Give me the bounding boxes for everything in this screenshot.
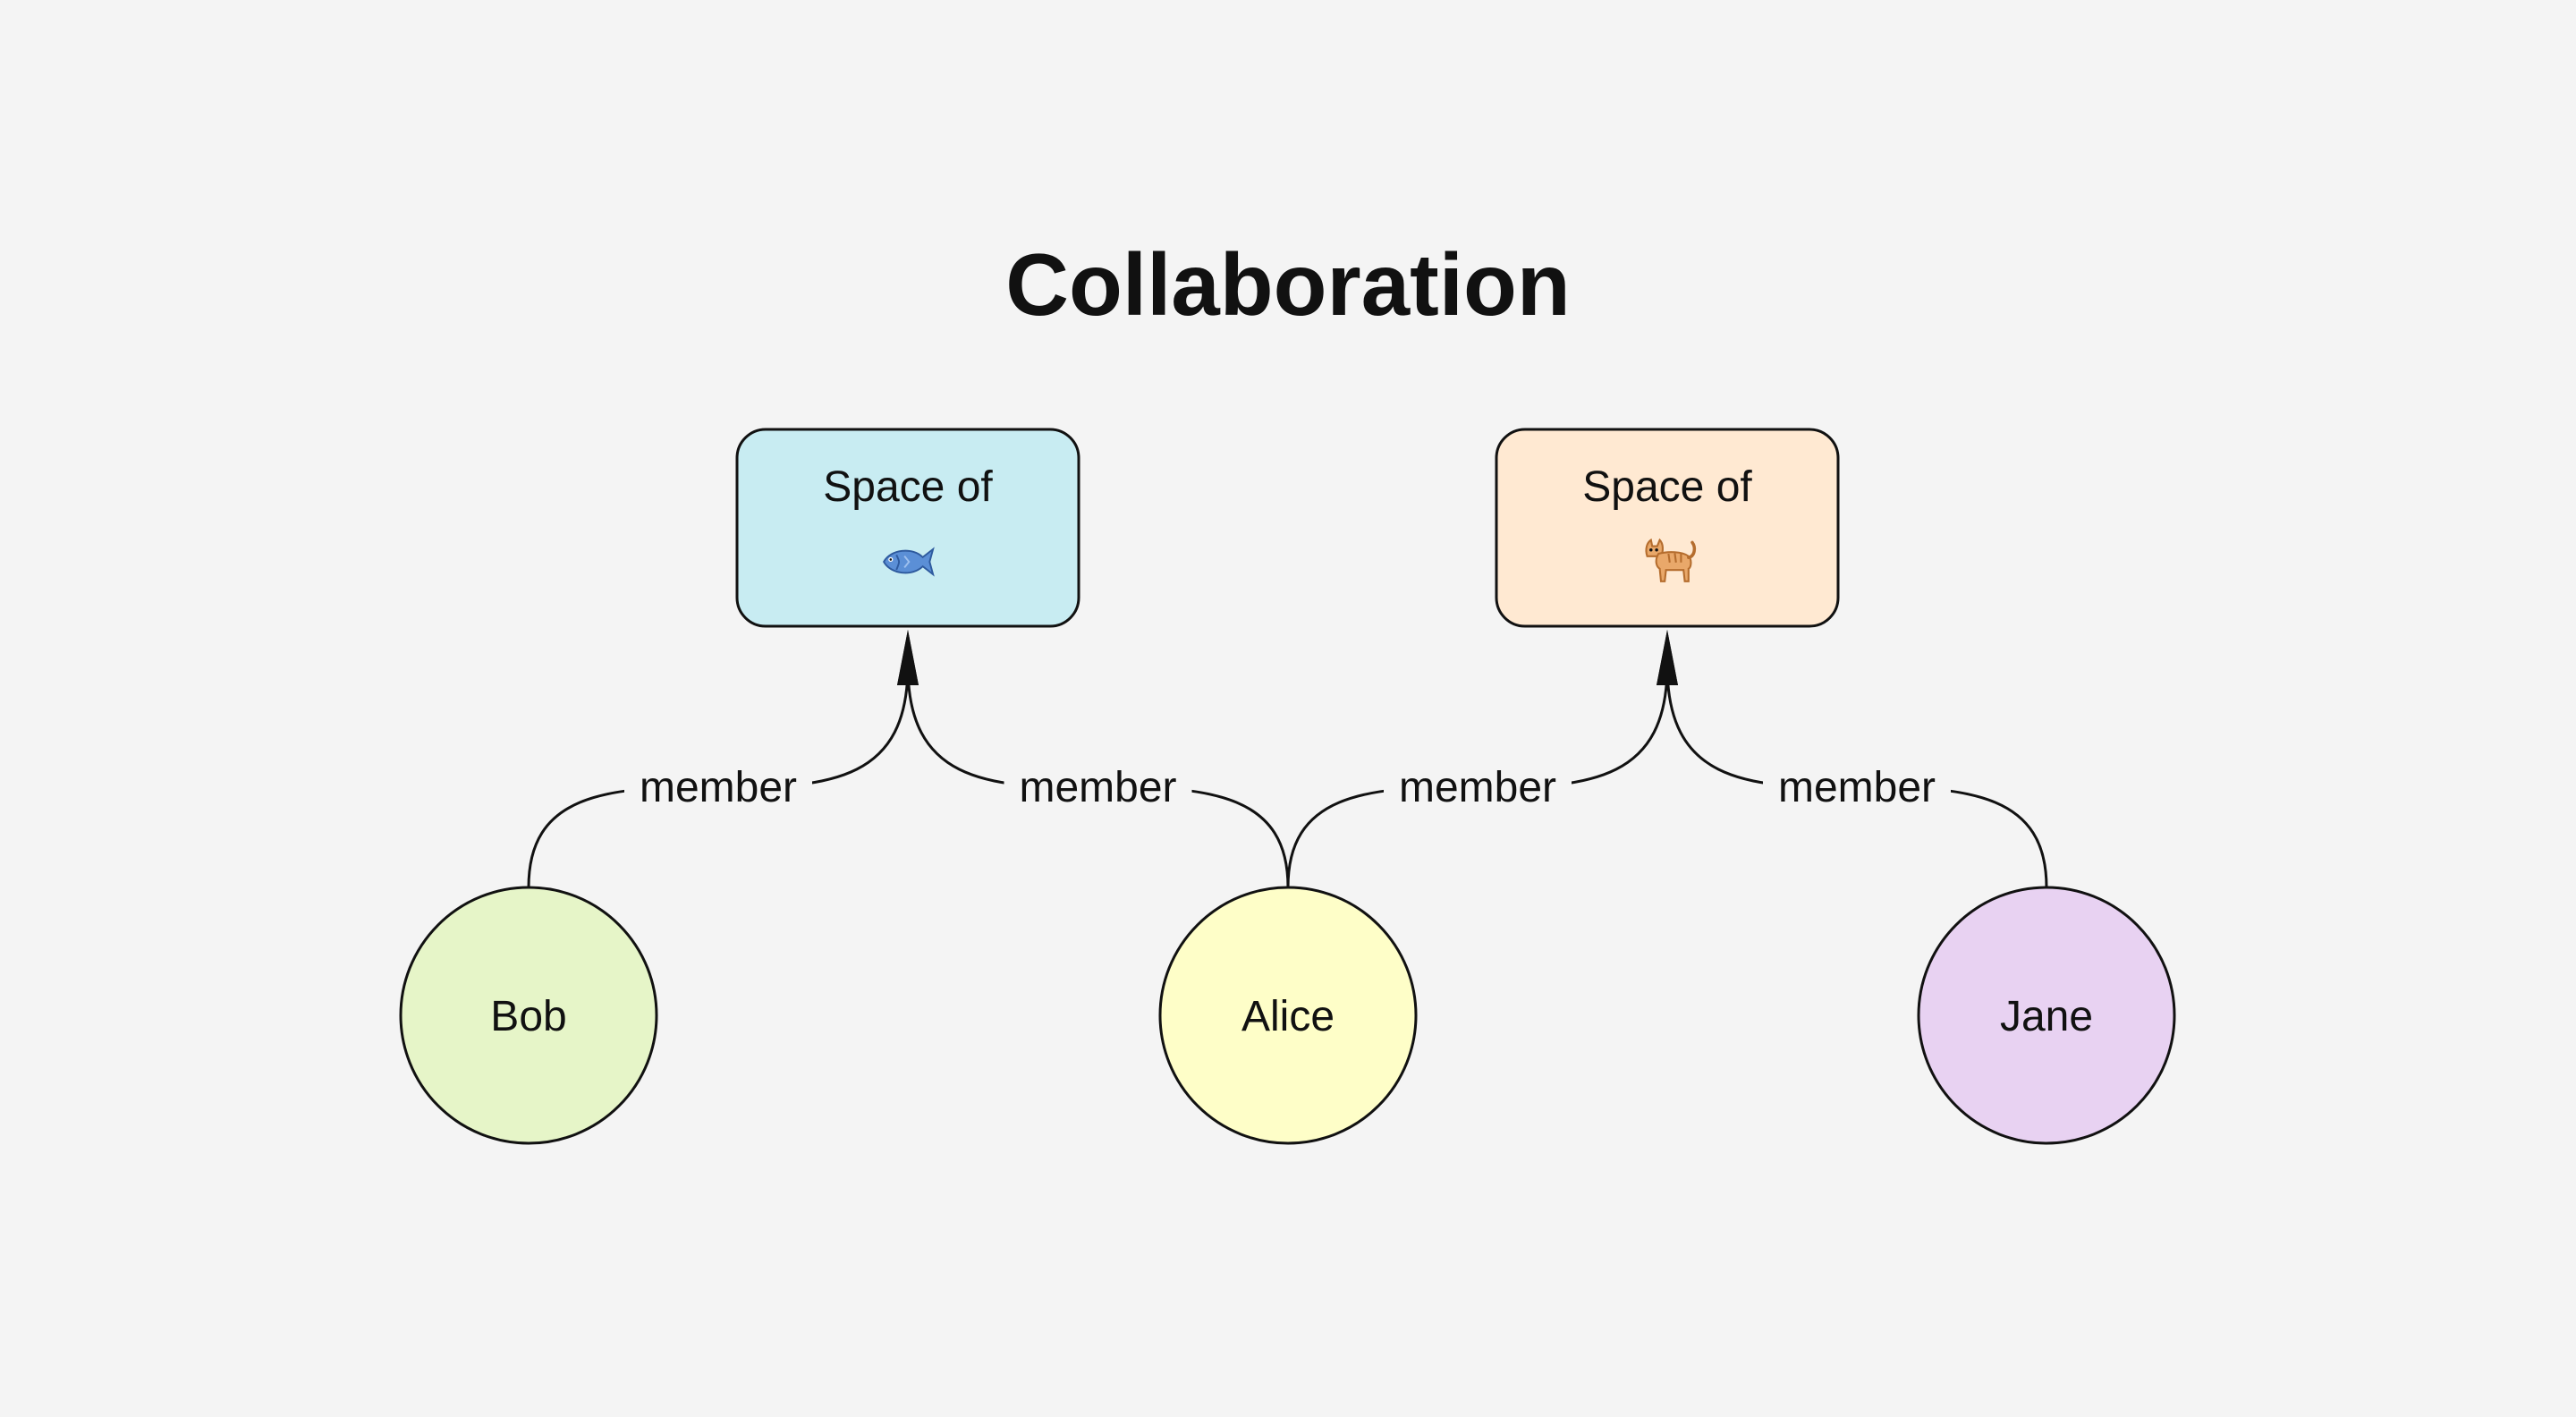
edge-label: member — [1778, 764, 1936, 811]
edge-layer: member member member member — [527, 630, 2048, 888]
edge-label: member — [640, 764, 797, 811]
arrowhead-icon — [897, 630, 919, 685]
person-circle — [399, 886, 658, 1145]
person-bob-node[interactable]: Bob — [399, 886, 658, 1145]
person-jane-node[interactable]: Jane — [1917, 886, 2176, 1145]
space-label: Space of — [823, 463, 993, 511]
space-box — [1495, 428, 1840, 628]
space-label: Space of — [1582, 463, 1752, 511]
edge-label: member — [1399, 764, 1556, 811]
person-label: Alice — [1241, 993, 1335, 1040]
person-label: Bob — [490, 993, 566, 1040]
member-edge: member — [1657, 630, 2048, 888]
person-circle — [1158, 886, 1418, 1145]
edge-label-background — [1384, 753, 1572, 816]
node-layer: Space of Space of Bob Alice Jane — [399, 428, 2176, 1145]
member-edge: member — [897, 630, 1290, 888]
member-edge: member — [1286, 630, 1678, 888]
diagram-title: Collaboration — [1005, 235, 1571, 334]
edge-label: member — [1019, 764, 1176, 811]
space-box — [735, 428, 1080, 628]
person-alice-node[interactable]: Alice — [1158, 886, 1418, 1145]
person-circle — [1917, 886, 2176, 1145]
person-label: Jane — [2000, 993, 2093, 1040]
edge-label-background — [1763, 753, 1951, 816]
arrowhead-icon — [1657, 630, 1678, 685]
space-cat-node[interactable]: Space of — [1495, 428, 1840, 628]
edge-label-background — [1004, 753, 1192, 816]
space-fish-node[interactable]: Space of — [735, 428, 1080, 628]
member-edge: member — [527, 630, 919, 888]
edge-label-background — [624, 753, 812, 816]
